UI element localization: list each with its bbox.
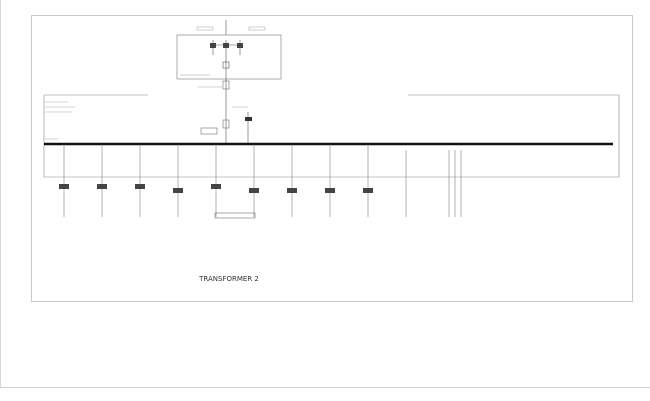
drawing-caption: TRANSFORMER 2 bbox=[198, 275, 259, 283]
outgoing-feeders bbox=[59, 144, 462, 219]
drawing-sheet-border bbox=[31, 15, 633, 302]
viewport-bottom-bar bbox=[0, 387, 650, 401]
viewport-left-edge bbox=[0, 0, 1, 400]
supply-panel bbox=[176, 20, 282, 80]
main-switchboard-frame bbox=[43, 94, 620, 178]
incoming-feeder bbox=[198, 79, 252, 143]
